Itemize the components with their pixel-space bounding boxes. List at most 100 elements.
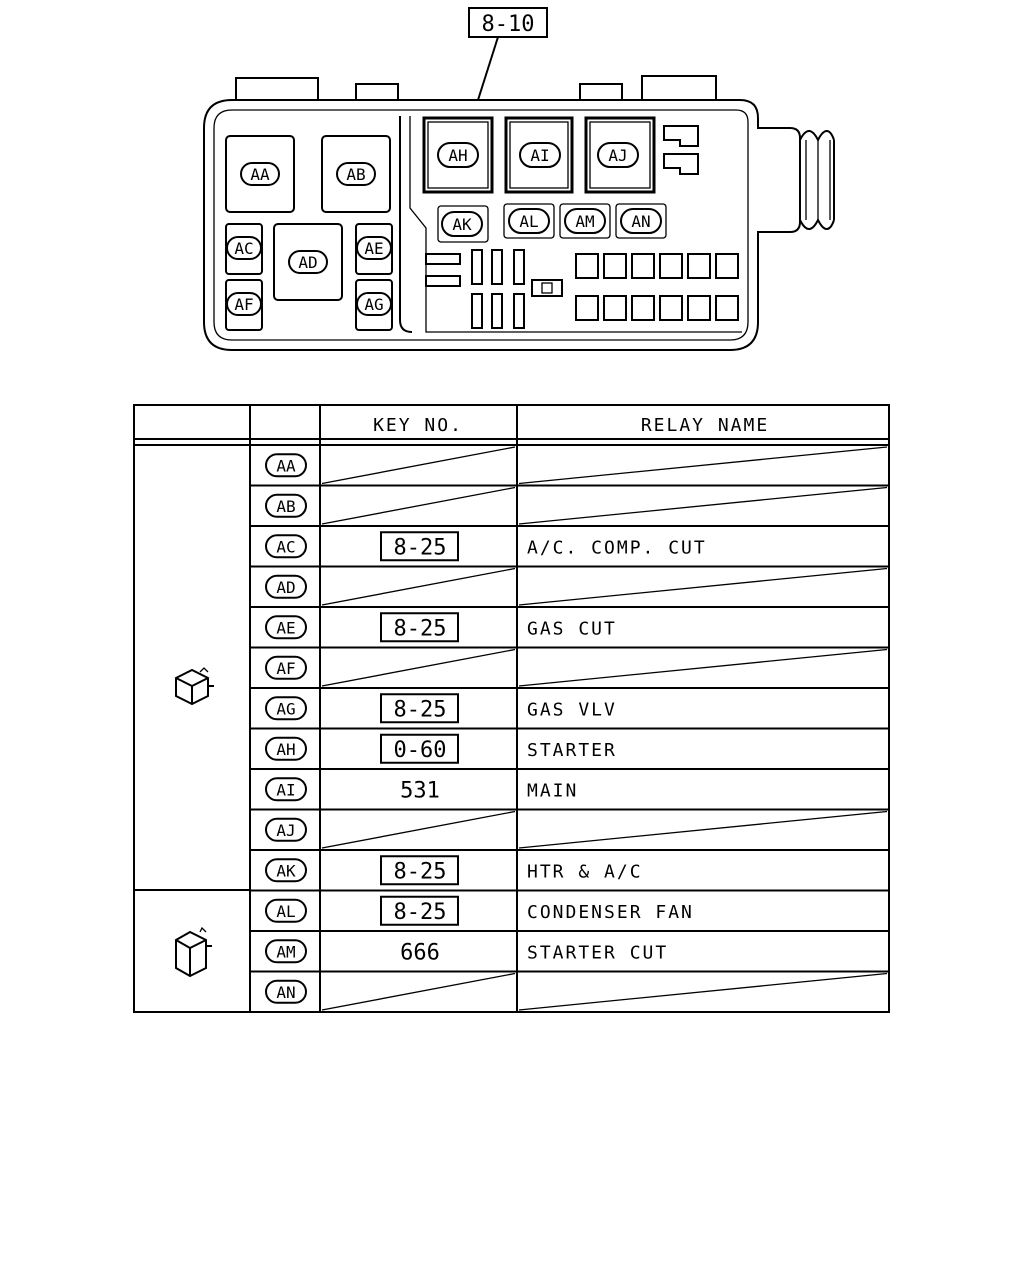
relay-table: KEY NO. RELAY NAME AA AB AC 8-25 A/C. COMP. … xyxy=(133,404,890,1013)
empty-key-slash xyxy=(321,446,516,485)
header-relay-name: RELAY NAME xyxy=(641,415,769,436)
table-row: AL 8-25 CONDENSER FAN xyxy=(250,895,889,932)
key-no: 8-25 xyxy=(394,697,447,722)
empty-name-slash xyxy=(518,810,888,849)
table-row: AG 8-25 GAS VLV xyxy=(250,693,889,730)
row-code-ab: AB xyxy=(265,493,307,518)
relay-name: GAS VLV xyxy=(527,699,617,720)
reference-key-label: 8-10 xyxy=(482,12,535,37)
empty-name-slash xyxy=(518,486,888,525)
svg-text:AL: AL xyxy=(276,902,295,921)
row-code-ad: AD xyxy=(265,574,307,599)
relay-box-housing xyxy=(203,75,835,351)
key-no: 0-60 xyxy=(394,738,447,763)
svg-text:AF: AF xyxy=(276,659,295,678)
svg-text:AJ: AJ xyxy=(608,146,627,165)
diagram-label-ak: AK xyxy=(441,211,483,237)
diagram-label-an: AN xyxy=(620,208,662,234)
diagram-label-am: AM xyxy=(564,208,606,234)
relay-name: STARTER CUT xyxy=(527,942,668,963)
empty-name-slash xyxy=(518,567,888,606)
key-no: 666 xyxy=(400,940,440,965)
svg-text:AE: AE xyxy=(276,618,295,637)
diagram-label-ah: AH xyxy=(437,142,479,168)
svg-text:AK: AK xyxy=(276,861,296,880)
row-code-ac: AC xyxy=(265,534,307,559)
svg-text:AM: AM xyxy=(575,212,594,231)
diagram-label-ai: AI xyxy=(519,142,561,168)
table-row: AB xyxy=(250,486,889,527)
empty-name-slash xyxy=(518,972,888,1011)
key-no: 8-25 xyxy=(394,900,447,925)
diagram-label-ac: AC xyxy=(226,236,262,260)
row-code-ag: AG xyxy=(265,696,307,721)
svg-text:AB: AB xyxy=(276,497,295,516)
diagram-label-al: AL xyxy=(508,208,550,234)
table-row: AC 8-25 A/C. COMP. CUT xyxy=(250,531,889,568)
key-no: 8-25 xyxy=(394,859,447,884)
key-box xyxy=(380,895,459,926)
row-code-ae: AE xyxy=(265,615,307,640)
empty-key-slash xyxy=(321,972,516,1011)
relay-cube-icon xyxy=(175,667,214,706)
key-box xyxy=(380,733,459,764)
key-no: 531 xyxy=(400,778,440,803)
table-row: AH 0-60 STARTER xyxy=(250,733,889,770)
svg-text:AJ: AJ xyxy=(276,821,295,840)
relay-tall-icon xyxy=(175,926,212,978)
header-key-no: KEY NO. xyxy=(373,415,463,436)
svg-text:AA: AA xyxy=(276,456,296,475)
svg-text:AI: AI xyxy=(530,146,549,165)
table-row: AI 531 MAIN xyxy=(250,777,889,811)
table-row: AF xyxy=(250,648,889,689)
relay-name: STARTER xyxy=(527,740,617,761)
svg-text:AD: AD xyxy=(298,253,317,272)
svg-text:AL: AL xyxy=(519,212,538,231)
empty-name-slash xyxy=(518,648,888,687)
relay-name: CONDENSER FAN xyxy=(527,902,694,923)
table-row: AM 666 STARTER CUT xyxy=(250,939,889,973)
row-code-ai: AI xyxy=(265,777,307,802)
table-row: AN xyxy=(265,972,888,1011)
relay-name: MAIN xyxy=(527,780,578,801)
row-code-aa: AA xyxy=(265,453,307,478)
table-row: AK 8-25 HTR & A/C xyxy=(250,855,889,892)
row-code-al: AL xyxy=(265,898,307,923)
reference-key: 8-10 xyxy=(468,7,548,101)
svg-text:AA: AA xyxy=(250,165,270,184)
svg-text:AB: AB xyxy=(346,165,365,184)
empty-key-slash xyxy=(321,810,516,849)
svg-text:AG: AG xyxy=(364,295,383,314)
key-box xyxy=(380,531,459,562)
key-box xyxy=(380,855,459,886)
svg-text:AH: AH xyxy=(276,740,295,759)
table-row: AJ xyxy=(250,810,889,851)
key-box xyxy=(380,612,459,643)
svg-text:AN: AN xyxy=(276,983,295,1002)
key-no: 8-25 xyxy=(394,616,447,641)
key-box xyxy=(380,693,459,724)
table-row: AD xyxy=(250,567,889,608)
row-code-aj: AJ xyxy=(265,817,307,842)
relay-blocks xyxy=(225,116,699,331)
row-code-ah: AH xyxy=(265,736,307,761)
table-row: AA xyxy=(250,446,889,487)
diagram-label-ae: AE xyxy=(356,236,392,260)
relay-name: A/C. COMP. CUT xyxy=(527,537,707,558)
diagram-label-ab: AB xyxy=(336,162,376,186)
diagram-label-aa: AA xyxy=(240,162,280,186)
diagram-label-ag: AG xyxy=(356,292,392,316)
svg-text:AC: AC xyxy=(276,537,295,556)
key-no: 8-25 xyxy=(394,535,447,560)
row-code-af: AF xyxy=(265,655,307,680)
row-code-an: AN xyxy=(265,979,307,1004)
diagram-label-af: AF xyxy=(226,292,262,316)
empty-name-slash xyxy=(518,446,888,485)
svg-text:AM: AM xyxy=(276,942,295,961)
diagram-label-aj: AJ xyxy=(597,142,639,168)
svg-text:AK: AK xyxy=(452,215,472,234)
svg-text:AE: AE xyxy=(364,239,383,258)
relay-name: HTR & A/C xyxy=(527,861,643,882)
